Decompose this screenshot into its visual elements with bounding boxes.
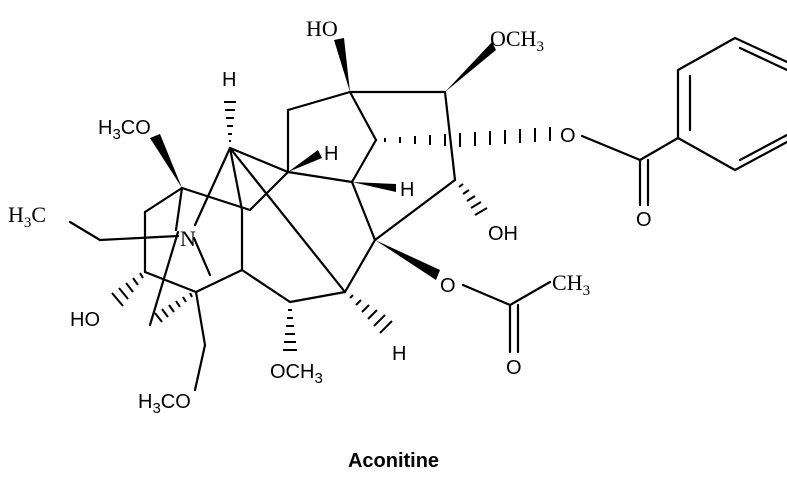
label-ester-o-bottom: O	[440, 275, 456, 297]
compound-name-caption: Aconitine	[347, 450, 440, 472]
atom-labels: HO OCH3 H H3CO H H O O OH H3C N O CH3 HO…	[8, 16, 652, 417]
label-ho-left: HO	[70, 309, 100, 331]
label-h-bottom: H	[392, 343, 406, 365]
wedge-bonds	[150, 38, 496, 280]
label-och3-top: OCH3	[490, 26, 544, 55]
hashed-bonds	[111, 101, 551, 351]
label-ch3-acetyl: CH3	[552, 270, 590, 299]
label-ester-o-top: O	[560, 125, 576, 147]
label-carbonyl-o-top: O	[636, 209, 652, 231]
label-h-mid2: H	[400, 179, 414, 201]
label-h3co-bottom: H3CO	[138, 391, 191, 417]
label-nitrogen: N	[180, 226, 196, 251]
label-h3co-left: H3CO	[98, 117, 151, 143]
label-och3-bottom: OCH3	[270, 361, 323, 387]
skeleton-bonds	[68, 36, 787, 392]
label-ho-top: HO	[306, 16, 338, 41]
label-h-top: H	[222, 69, 236, 91]
label-carbonyl-o-bottom: O	[506, 357, 522, 379]
label-h-mid1: H	[324, 143, 338, 165]
label-h3c-ethyl: H3C	[8, 202, 46, 231]
label-oh-right: OH	[488, 223, 518, 245]
